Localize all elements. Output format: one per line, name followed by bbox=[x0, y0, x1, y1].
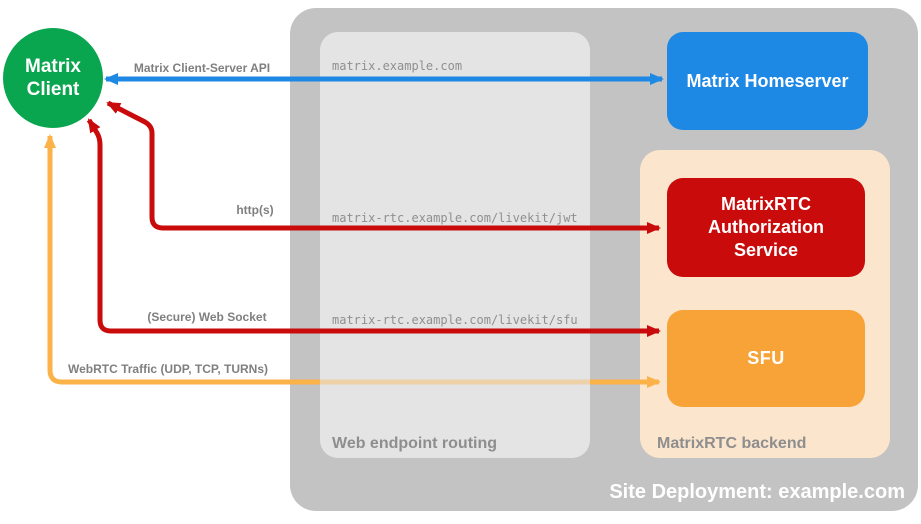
matrix-client-label: Matrix Client bbox=[25, 56, 81, 100]
sfu-label: SFU bbox=[747, 348, 785, 368]
site-deployment-caption: Site Deployment: example.com bbox=[609, 481, 905, 503]
node-matrix-client: Matrix Client bbox=[3, 28, 103, 128]
route-livekit-jwt: matrix-rtc.example.com/livekit/jwt bbox=[332, 211, 578, 225]
route-livekit-sfu: matrix-rtc.example.com/livekit/sfu bbox=[332, 313, 578, 327]
route-matrix-example-com: matrix.example.com bbox=[332, 59, 463, 73]
https-arrow-label: http(s) bbox=[236, 203, 274, 217]
node-matrix-homeserver: Matrix Homeserver bbox=[667, 32, 868, 130]
node-matrixrtc-authorization-service: MatrixRTC Authorization Service bbox=[667, 178, 865, 277]
webrtc-traffic-arrow-label: WebRTC Traffic (UDP, TCP, TURNs) bbox=[67, 362, 269, 376]
node-sfu: SFU bbox=[667, 310, 865, 407]
matrix-homeserver-label: Matrix Homeserver bbox=[686, 70, 849, 91]
web-endpoint-routing-caption: Web endpoint routing bbox=[332, 435, 498, 452]
web-endpoint-routing-container bbox=[320, 32, 590, 458]
matrixrtc-backend-caption: MatrixRTC backend bbox=[657, 435, 807, 452]
client-server-api-arrow-label: Matrix Client-Server API bbox=[133, 61, 271, 75]
websocket-arrow-label: (Secure) Web Socket bbox=[147, 310, 267, 324]
authorization-service-label: MatrixRTC Authorization Service bbox=[708, 194, 824, 260]
